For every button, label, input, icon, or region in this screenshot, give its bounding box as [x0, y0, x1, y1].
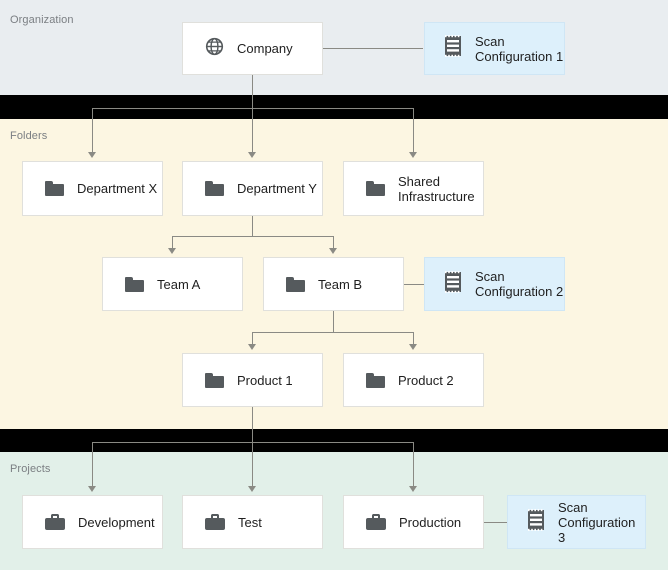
- arrow-team-a: [168, 248, 176, 254]
- briefcase-icon: [45, 514, 65, 530]
- arrow-team-b: [329, 248, 337, 254]
- node-department-x[interactable]: Department X: [22, 161, 163, 216]
- briefcase-icon: [205, 514, 225, 530]
- organization-section-label: Organization: [10, 14, 74, 26]
- projects-section-label: Projects: [10, 463, 51, 475]
- node-team-a-label: Team A: [157, 276, 201, 292]
- arrow-shared-infrastructure: [409, 152, 417, 158]
- edge-to-shared-infrastructure: [413, 108, 414, 153]
- arrow-development: [88, 486, 96, 492]
- edge-to-department-x: [92, 108, 93, 153]
- node-scan-configuration-1-label: Scan Configuration 1: [475, 33, 564, 64]
- node-scan-configuration-3-label: Scan Configuration 3: [558, 499, 636, 545]
- edge-team-b-scan2: [404, 284, 424, 285]
- node-test-label: Test: [238, 514, 262, 530]
- node-development[interactable]: Development: [22, 495, 163, 549]
- node-scan-configuration-1[interactable]: Scan Configuration 1: [424, 22, 565, 75]
- arrow-product-1: [248, 344, 256, 350]
- node-shared-infrastructure-label: Shared Infrastructure: [398, 173, 475, 204]
- edge-folders-bus: [92, 108, 414, 109]
- folder-icon: [366, 181, 385, 196]
- arrow-department-y: [248, 152, 256, 158]
- edge-team-b-down: [333, 311, 334, 332]
- scan-configuration-icon: [526, 508, 546, 536]
- edge-to-production: [413, 442, 414, 487]
- folders-section-label: Folders: [10, 130, 48, 142]
- edge-company-down: [252, 75, 253, 108]
- node-team-b[interactable]: Team B: [263, 257, 404, 311]
- node-product-1[interactable]: Product 1: [182, 353, 323, 407]
- folder-icon: [286, 276, 305, 292]
- arrow-production: [409, 486, 417, 492]
- node-company-label: Company: [237, 41, 293, 56]
- node-shared-infrastructure[interactable]: Shared Infrastructure: [343, 161, 484, 216]
- folder-icon: [45, 181, 64, 196]
- edge-to-test: [252, 442, 253, 487]
- edge-to-product-1: [252, 332, 253, 345]
- node-department-y-label: Department Y: [237, 181, 317, 196]
- scan-configuration-icon: [443, 270, 463, 298]
- edge-projects-bus: [92, 442, 414, 443]
- edge-to-department-y: [252, 108, 253, 153]
- node-team-a[interactable]: Team A: [102, 257, 243, 311]
- edge-product-1-down: [252, 407, 253, 442]
- node-product-2[interactable]: Product 2: [343, 353, 484, 407]
- arrow-department-x: [88, 152, 96, 158]
- edge-to-team-a: [172, 236, 173, 249]
- node-scan-configuration-2-label: Scan Configuration 2: [475, 269, 564, 299]
- globe-icon: [205, 37, 224, 61]
- node-department-y[interactable]: Department Y: [182, 161, 323, 216]
- edge-teams-bus: [172, 236, 334, 237]
- scan-configuration-icon: [443, 35, 463, 62]
- arrow-test: [248, 486, 256, 492]
- edge-department-y-down: [252, 216, 253, 236]
- node-department-x-label: Department X: [77, 181, 158, 196]
- node-test[interactable]: Test: [182, 495, 323, 549]
- node-company[interactable]: Company: [182, 22, 323, 75]
- edge-to-team-b: [333, 236, 334, 249]
- arrow-product-2: [409, 344, 417, 350]
- node-scan-configuration-2[interactable]: Scan Configuration 2: [424, 257, 565, 311]
- briefcase-icon: [366, 514, 386, 530]
- edge-to-development: [92, 442, 93, 487]
- node-product-1-label: Product 1: [237, 372, 293, 388]
- edge-products-bus: [252, 332, 414, 333]
- node-development-label: Development: [78, 514, 155, 530]
- folder-icon: [205, 181, 224, 196]
- node-team-b-label: Team B: [318, 276, 363, 292]
- node-product-2-label: Product 2: [398, 372, 454, 388]
- edge-production-scan3: [484, 522, 507, 523]
- node-production[interactable]: Production: [343, 495, 484, 549]
- edge-to-product-2: [413, 332, 414, 345]
- node-production-label: Production: [399, 514, 462, 530]
- edge-company-scan1: [322, 48, 423, 49]
- folder-icon: [125, 276, 144, 292]
- folder-icon: [366, 372, 385, 388]
- node-scan-configuration-3[interactable]: Scan Configuration 3: [507, 495, 646, 549]
- folder-icon: [205, 372, 224, 388]
